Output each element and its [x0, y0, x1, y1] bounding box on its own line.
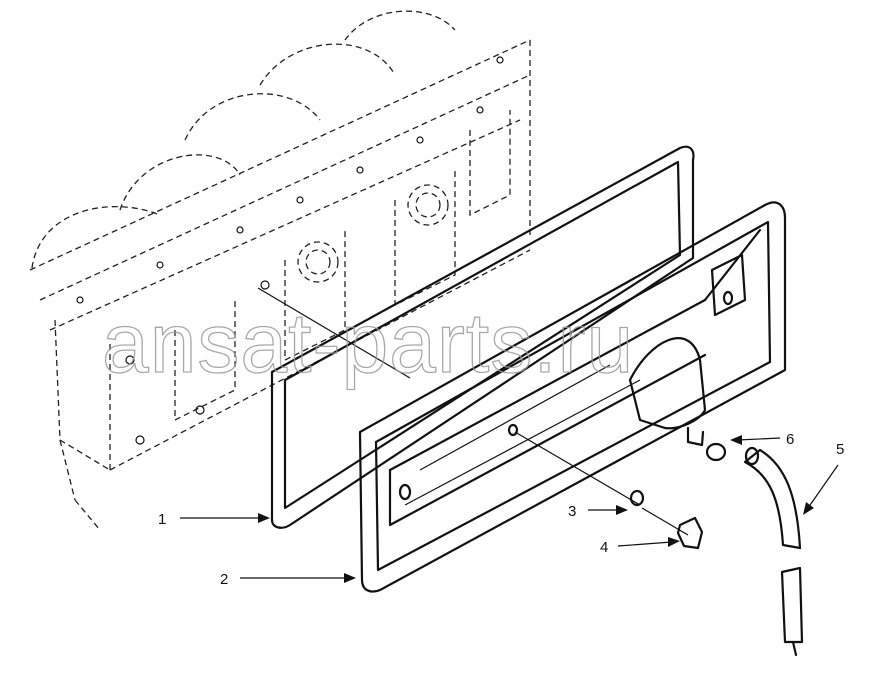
watermark-text: ansat-parts.ru	[102, 296, 634, 390]
callout-1: 1	[158, 511, 166, 528]
callout-2: 2	[220, 571, 228, 588]
callout-6: 6	[786, 431, 794, 448]
assembly-leader-lines	[257, 287, 689, 536]
callout-arrows	[180, 435, 839, 583]
callout-4: 4	[600, 539, 608, 556]
callout-numbers: 1 2 3 4 6 5	[158, 431, 844, 588]
callout-5: 5	[836, 441, 844, 458]
hose-part-5	[743, 446, 804, 657]
bolt-part-4	[676, 516, 704, 550]
callout-3: 3	[568, 503, 576, 520]
washer-part-3	[629, 489, 645, 507]
gasket-part-1	[270, 145, 695, 529]
cover-part-2	[358, 201, 787, 593]
engine-block-outline	[29, 10, 531, 531]
clamp-part-6	[705, 442, 727, 462]
